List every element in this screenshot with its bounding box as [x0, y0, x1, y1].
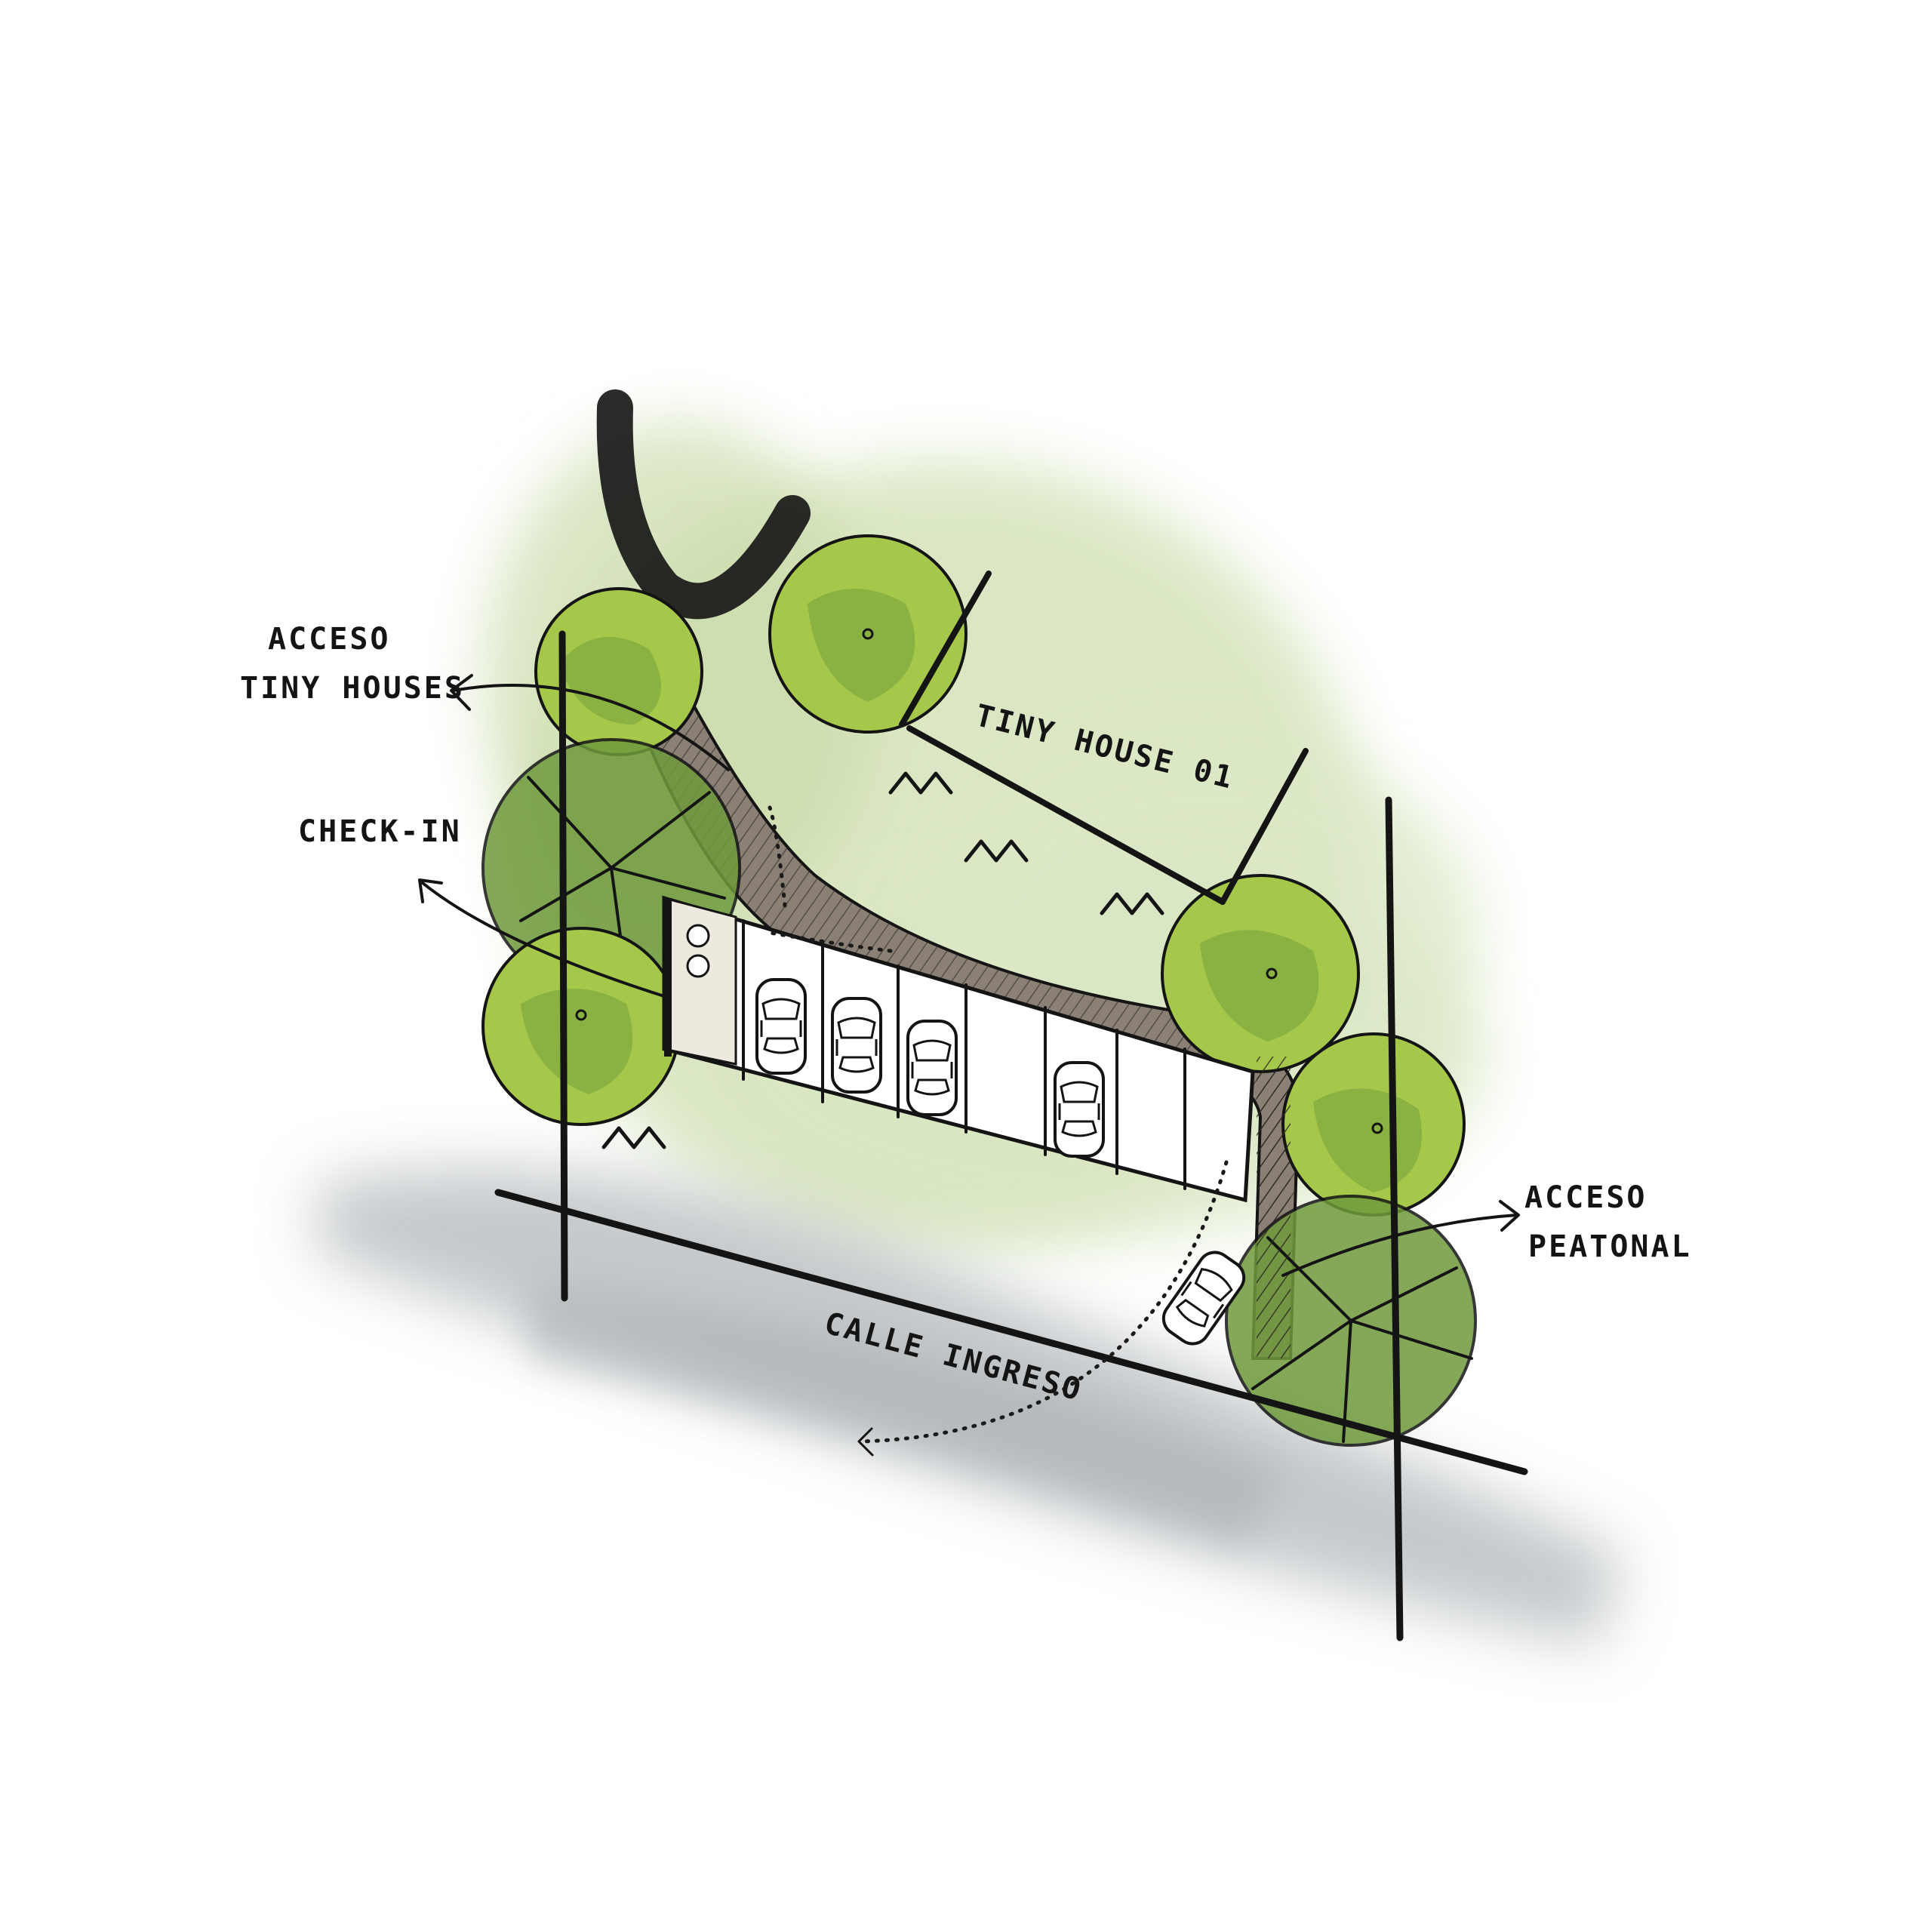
pedestrian-ramp [1257, 1057, 1291, 1358]
car-icon [906, 1020, 958, 1116]
label-acceso-peatonal-line2: PEATONAL [1528, 1229, 1692, 1264]
label-acceso-tiny-line1: ACCESO [268, 622, 391, 657]
tree-icon [481, 927, 681, 1126]
dotted-route [858, 1160, 1229, 1444]
arrow-icon [857, 1427, 874, 1457]
dotted-route [764, 930, 893, 953]
label-acceso-tiny-line2: TINY HOUSES [240, 671, 465, 706]
arrow-icon [1281, 1200, 1520, 1277]
site-lines [494, 630, 1528, 1641]
shrubs [601, 771, 1164, 1149]
car-icon [831, 997, 882, 1094]
car-icon [1054, 1061, 1105, 1158]
arrow-icon [450, 674, 730, 771]
label-acceso-peatonal-line1: ACCESO [1524, 1180, 1647, 1215]
road-wash [317, 1168, 1623, 1645]
tiny-house-outline [899, 571, 1309, 905]
arrow-icon [418, 878, 666, 998]
parking-structure [662, 895, 1255, 1352]
tree-icon [768, 534, 968, 734]
driveway [596, 389, 811, 620]
car-icon [755, 978, 807, 1075]
tree-icon [1161, 874, 1360, 1073]
tree-icon [1281, 1032, 1466, 1217]
label-check-in: CHECK-IN [298, 814, 462, 849]
